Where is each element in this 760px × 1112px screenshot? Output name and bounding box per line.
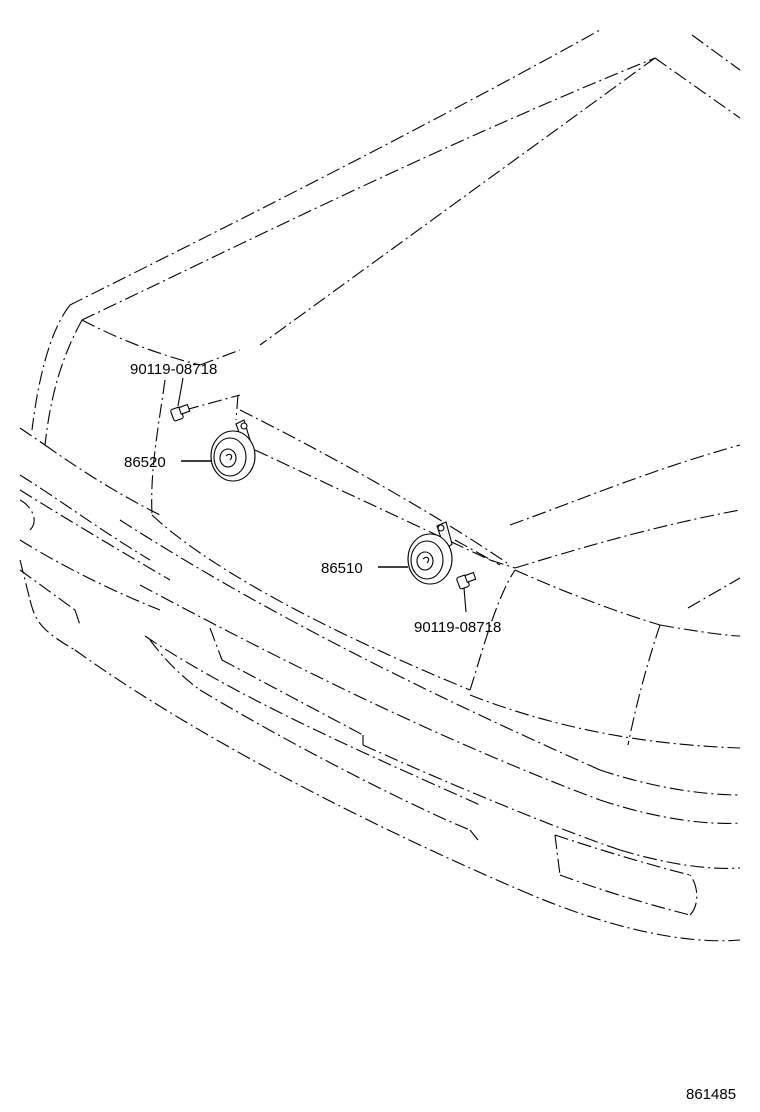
bolt-left-leader [177,377,184,407]
bolt-right-label: 90119-08718 [414,619,501,636]
bolt-icon[interactable] [170,403,191,422]
horn-icon[interactable] [407,521,453,585]
vehicle-outline [19,29,741,942]
bolt-icon[interactable] [456,571,477,590]
horn-right-label: 86510 [321,560,363,577]
horn-icon[interactable] [210,419,256,482]
horn-left-label: 86520 [124,454,166,471]
illustration-number: 861485 [686,1086,736,1103]
bolt-left-label: 90119-08718 [130,361,217,378]
bolt-right-leader [463,587,467,613]
